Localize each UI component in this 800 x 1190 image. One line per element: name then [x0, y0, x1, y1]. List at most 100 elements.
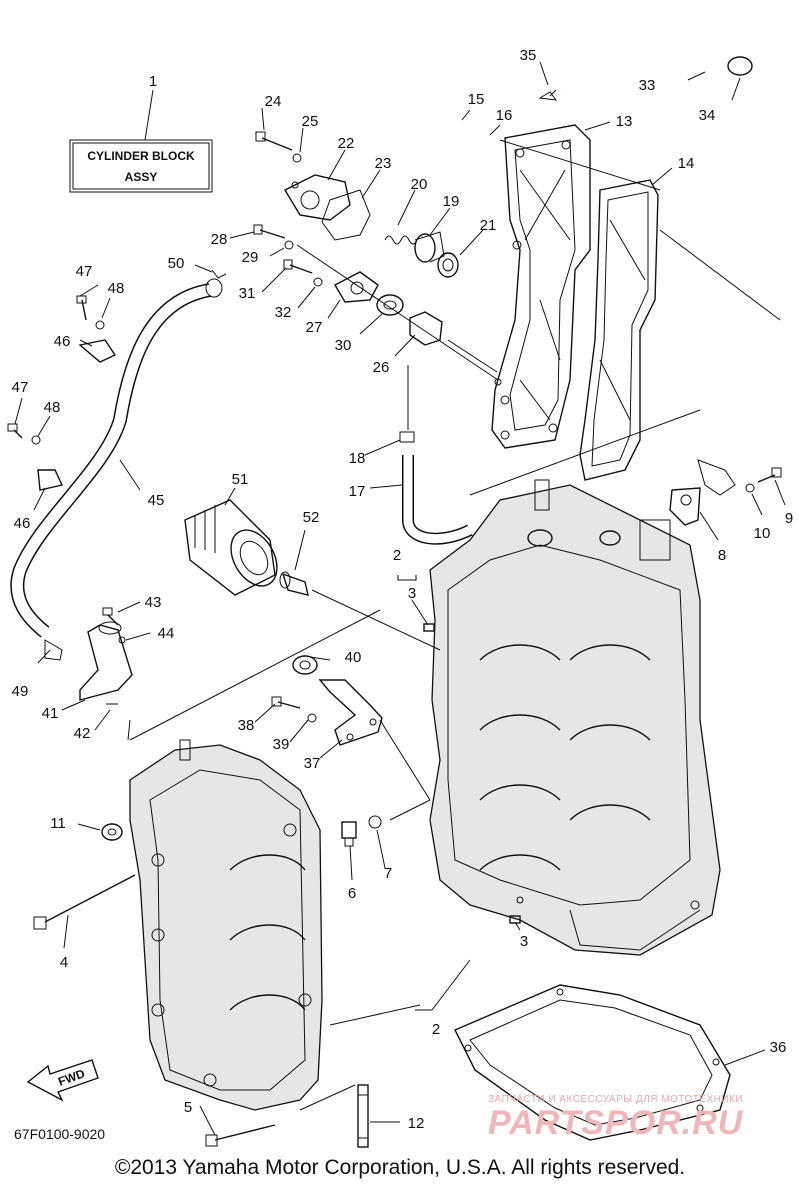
callout-17: 17: [349, 483, 366, 500]
callout-44: 44: [158, 625, 175, 642]
clamp-46a: [78, 339, 117, 363]
callout-28: 28: [211, 231, 228, 248]
callout-29: 29: [242, 249, 259, 266]
bolt-47b: [7, 423, 23, 439]
callout-3-lower: 3: [520, 933, 528, 950]
bolt-4: [33, 874, 136, 930]
watermark-tagline: ЗАПЧАСТИ И АКСЕССУАРЫ ДЛЯ МОТОТЕХНИКИ: [488, 1094, 744, 1105]
callout-15: 15: [468, 91, 485, 108]
callout-43: 43: [145, 594, 162, 611]
clip-49: [44, 639, 63, 661]
callout-50: 50: [168, 255, 185, 272]
watermark-logo: PARTSPOR.RU: [488, 1104, 744, 1142]
bolt-47a: [76, 295, 87, 321]
washer-25: [292, 153, 302, 163]
callout-47: 47: [76, 263, 93, 280]
callout-27: 27: [306, 319, 323, 336]
stud-12: [357, 1084, 369, 1148]
callout-20: 20: [411, 176, 428, 193]
callout-2-lower: 2: [432, 1021, 440, 1038]
callout-2: 2: [393, 547, 401, 564]
callout-5: 5: [184, 1099, 192, 1116]
callout-8: 8: [718, 547, 726, 564]
callout-51: 51: [232, 471, 249, 488]
callout-48: 48: [108, 280, 125, 297]
fwd-label: FWD: [56, 1066, 87, 1089]
oil-filter-51: [184, 499, 278, 596]
gasket-14: [579, 179, 659, 481]
bolt-24: [255, 131, 293, 151]
callout-12: 12: [408, 1115, 425, 1132]
washer-29: [284, 240, 294, 250]
gasket-7: [368, 815, 382, 829]
callout-9: 9: [785, 510, 793, 527]
callout-21: 21: [480, 217, 497, 234]
washer-44: [118, 636, 126, 644]
callout-42: 42: [74, 725, 91, 742]
callout-33: 33: [639, 77, 656, 94]
callout-16: 16: [496, 107, 513, 124]
hose-33: [538, 4, 753, 101]
clip-50: [211, 269, 227, 279]
callout-4: 4: [60, 954, 68, 971]
hose-17: [399, 431, 473, 545]
callout-40: 40: [345, 649, 362, 666]
bracket-37: [318, 679, 383, 746]
cylinder-block-label: CYLINDER BLOCK ASSY: [69, 89, 213, 193]
callout-39: 39: [273, 736, 290, 753]
anode-11: [101, 823, 123, 841]
collar-40: [292, 655, 318, 675]
crank-journals: [229, 854, 306, 1011]
callout-41: 41: [42, 705, 59, 722]
callout-25: 25: [302, 113, 319, 130]
callout-34: 34: [699, 107, 716, 124]
washer-10: [745, 483, 755, 493]
callout-numbers: 1 2 3 4 5 6 7 8 9 10 11 12 13 14 15 16 1…: [12, 47, 794, 1132]
bolt-5: [205, 1124, 276, 1147]
callout-46: 46: [54, 333, 71, 350]
callout-35: 35: [520, 47, 537, 64]
gasket-23: [321, 189, 371, 241]
fwd-arrow: FWD: [26, 1059, 99, 1102]
bolt-31: [283, 259, 313, 274]
crankcase: [129, 739, 323, 1111]
callout-24: 24: [265, 93, 282, 110]
callout-30: 30: [335, 337, 352, 354]
callout-18: 18: [349, 450, 366, 467]
callout-49: 49: [12, 683, 29, 700]
label-line2: ASSY: [125, 170, 158, 184]
callout-31: 31: [239, 285, 256, 302]
callout-1: 1: [149, 73, 157, 90]
callout-48-lower: 48: [44, 399, 61, 416]
clamp-46b: [37, 469, 64, 491]
washer-32: [313, 277, 323, 287]
union-bolt-52: [279, 571, 309, 596]
exhaust-cover-13: [491, 124, 591, 449]
cylinder-block: [429, 479, 721, 956]
oil-strainer-41: [79, 621, 133, 701]
callout-46-lower: 46: [14, 515, 31, 532]
callout-23: 23: [375, 155, 392, 172]
copyright-notice: ©2013 Yamaha Motor Corporation, U.S.A. A…: [114, 1156, 686, 1179]
spring-20: [384, 235, 418, 245]
callout-37: 37: [304, 755, 321, 772]
bore-row: [479, 644, 651, 871]
thermostat-19: [414, 231, 445, 263]
callout-52: 52: [303, 509, 320, 526]
thermo-switch-26: [409, 311, 443, 346]
callout-14: 14: [678, 155, 695, 172]
washer-48b: [31, 435, 41, 445]
bolt-38: [271, 696, 301, 709]
dowel-3a: [423, 623, 435, 632]
bolt-28: [253, 224, 286, 239]
callout-38: 38: [238, 717, 255, 734]
thermostat-cover-22: [284, 174, 351, 221]
callout-19: 19: [443, 193, 460, 210]
gasket-36: [454, 984, 731, 1141]
dowel-3b: [509, 915, 521, 924]
bracket-8: [669, 459, 736, 526]
callout-3: 3: [408, 585, 416, 602]
screw-26-mount: [494, 378, 502, 386]
seal-21: [437, 252, 459, 278]
